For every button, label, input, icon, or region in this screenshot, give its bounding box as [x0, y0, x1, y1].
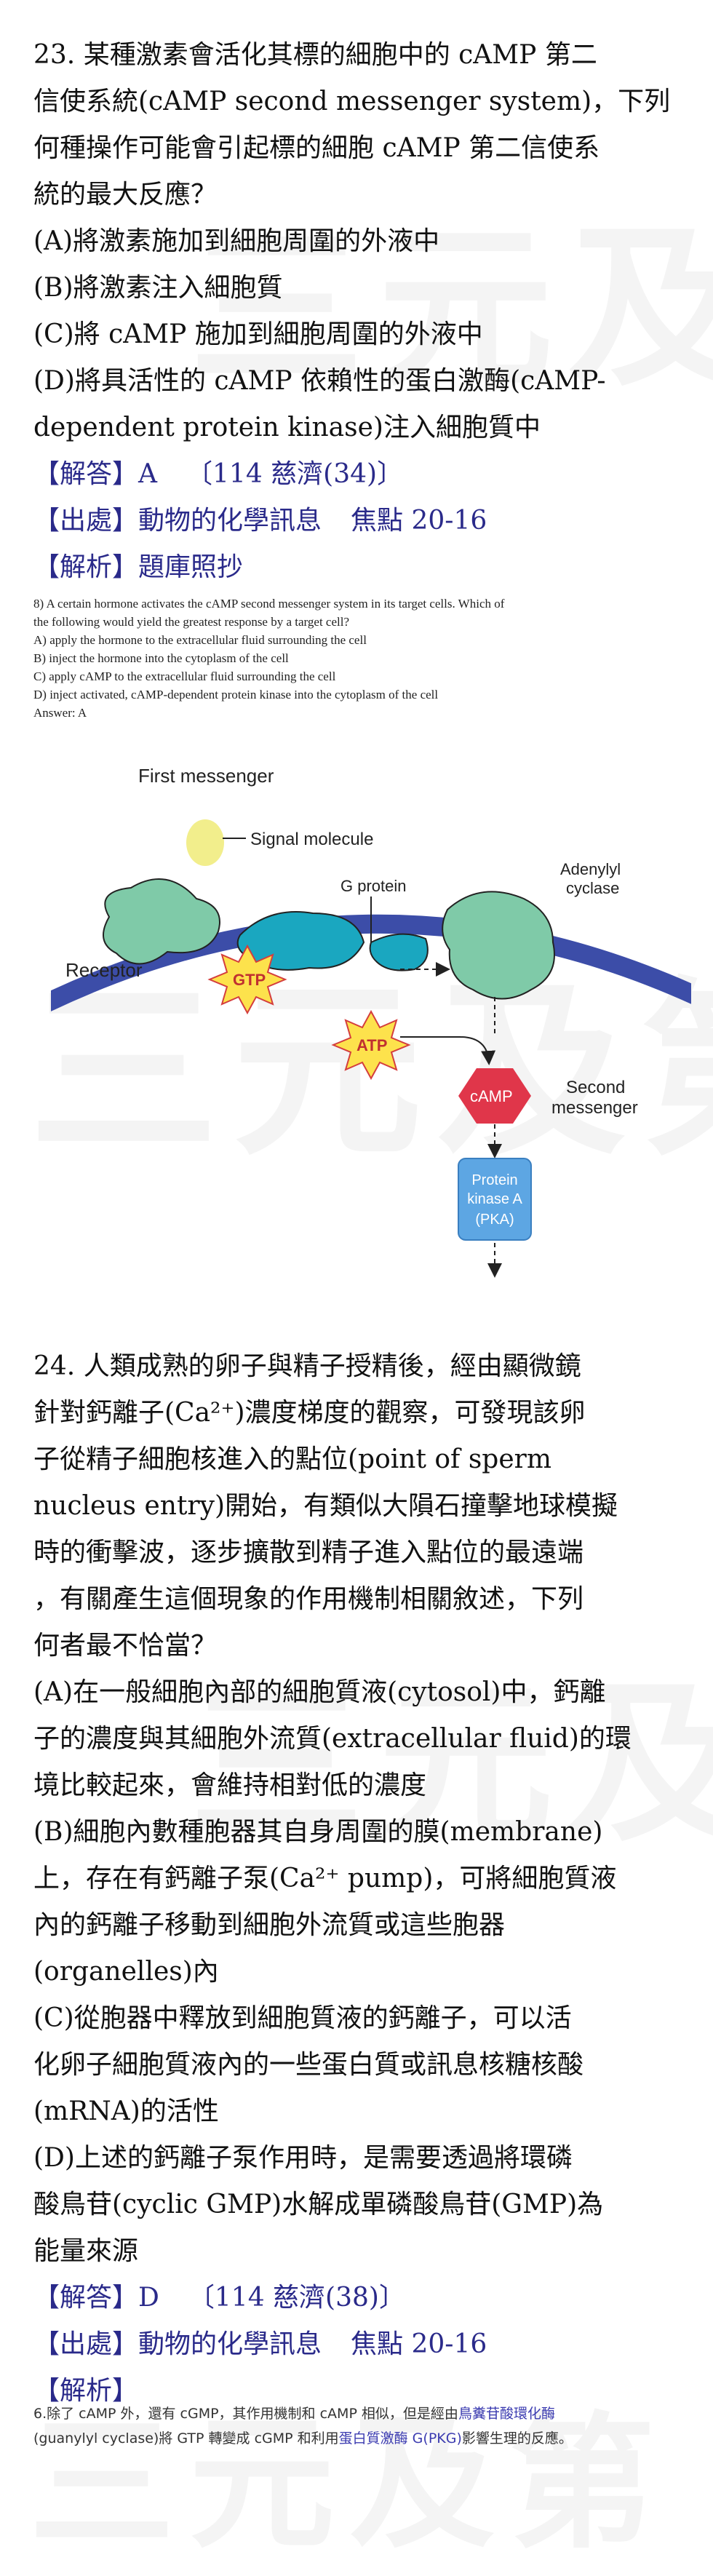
- membrane: [25, 914, 703, 1020]
- signal-molecule-label: Signal molecule: [250, 830, 373, 849]
- scan-line: B) inject the hormone into the cytoplasm…: [33, 651, 289, 665]
- adenylyl-label-2: cyclase: [566, 879, 619, 897]
- second-messenger-label-2: messenger: [551, 1098, 638, 1118]
- scanned-question: 8) A certain hormone activates the cAMP …: [33, 595, 674, 722]
- option-a: (A)將激素施加到細胞周圍的外液中: [33, 226, 440, 256]
- g-protein-alpha-shape: [369, 933, 429, 971]
- option-c-cont: 化卵子細胞質液內的一些蛋白質或訊息核糖核酸: [33, 2050, 584, 2080]
- receptor-shape: [103, 878, 220, 965]
- receptor-label: Receptor: [65, 959, 143, 981]
- scan-line: 8) A certain hormone activates the cAMP …: [33, 597, 505, 611]
- scan-line: the following would yield the greatest r…: [33, 615, 349, 629]
- answer-tag: 【解答】: [33, 459, 139, 489]
- option-d-cont: dependent protein kinase)注入細胞質中: [33, 413, 541, 442]
- question-24: 24. 人類成熟的卵子與精子授精後，經由顯微鏡 針對鈣離子(Ca²⁺)濃度梯度的…: [33, 1343, 674, 2414]
- option-d: (D)將具活性的 cAMP 依賴性的蛋白激酶(cAMP-: [33, 366, 606, 396]
- option-c-cont: (mRNA)的活性: [33, 2096, 219, 2126]
- option-b: (B)將激素注入細胞質: [33, 273, 283, 303]
- question-line: 時的衝擊波，逐步擴散到精子進入點位的最遠端: [33, 1538, 584, 1567]
- option-c: (C)將 cAMP 施加到細胞周圍的外液中: [33, 319, 483, 349]
- atp-star: [331, 1009, 411, 1081]
- arrow-atp-to-camp: [459, 1036, 496, 1065]
- note-highlight: 鳥糞苷酸環化酶: [458, 2406, 555, 2422]
- option-d-cont: 酸鳥苷(cyclic GMP)水解成單磷酸鳥苷(GMP)為: [33, 2190, 604, 2219]
- source-value: 動物的化學訊息: [138, 506, 322, 536]
- pka-label-1: Protein: [471, 1172, 517, 1188]
- option-c: (C)從胞器中釋放到細胞質液的鈣離子，可以活: [33, 2003, 572, 2033]
- scan-line: A) apply the hormone to the extracellula…: [33, 633, 367, 647]
- answer-value: A: [138, 459, 158, 489]
- focus-value: 焦點 20-16: [351, 506, 487, 536]
- option-b-cont: 內的鈣離子移動到細胞外流質或這些胞器: [33, 1910, 506, 1940]
- source-tag: 【出處】: [33, 506, 139, 536]
- analysis-value: 題庫照抄: [138, 552, 244, 582]
- note-text: 6.除了 cAMP 外，還有 cGMP，其作用機制和 cAMP 相似，但是經由: [33, 2406, 458, 2422]
- option-a: (A)在一般細胞內部的細胞質液(cytosol)中，鈣離: [33, 1677, 606, 1707]
- answer-row: 【解答】A 〔114 慈濟(34)〕: [33, 451, 674, 498]
- pka-label-3: (PKA): [475, 1212, 514, 1228]
- source-tag: 【出處】: [33, 2329, 139, 2359]
- g-protein-label: G protein: [340, 877, 407, 895]
- option-d: (D)上述的鈣離子泵作用時，是需要透過將環磷: [33, 2143, 573, 2173]
- first-messenger-label: First messenger: [138, 765, 274, 787]
- question-line: 針對鈣離子(Ca²⁺)濃度梯度的觀察，可發現該卵: [33, 1398, 586, 1428]
- option-a-cont: 子的濃度與其細胞外流質(extracellular fluid)的環: [33, 1724, 632, 1754]
- question-23: 23. 某種激素會活化其標的細胞中的 cAMP 第二 信使系統(cAMP sec…: [33, 32, 674, 591]
- question-line: 子從精子細胞核進入的點位(point of sperm: [33, 1444, 551, 1474]
- question-line: 24. 人類成熟的卵子與精子授精後，經由顯微鏡: [33, 1351, 581, 1381]
- note-text: 影響生理的反應。: [461, 2430, 573, 2446]
- answer-source: 〔114 慈濟(34)〕: [186, 459, 404, 489]
- adenylyl-label-1: Adenylyl: [560, 860, 621, 878]
- camp-label: cAMP: [470, 1087, 513, 1105]
- option-d-cont: 能量來源: [33, 2236, 139, 2266]
- gtp-star: [207, 944, 287, 1015]
- camp-hexagon: [458, 1068, 531, 1124]
- option-b-cont: (organelles)內: [33, 1957, 219, 1987]
- answer-row: 【解答】D 〔114 慈濟(38)〕: [33, 2275, 674, 2321]
- atp-label: ATP: [356, 1036, 387, 1054]
- option-a-cont: 境比較起來，會維持相對低的濃度: [33, 1770, 427, 1800]
- question-line: 23. 某種激素會活化其標的細胞中的 cAMP 第二: [33, 40, 597, 70]
- answer-tag: 【解答】: [33, 2283, 139, 2313]
- note-highlight: 蛋白質激酶 G(PKG): [338, 2430, 462, 2446]
- analysis-row: 【解析】: [33, 2368, 674, 2414]
- source-row: 【出處】動物的化學訊息焦點 20-16: [33, 498, 674, 544]
- question-line: 何種操作可能會引起標的細胞 cAMP 第二信使系: [33, 133, 600, 163]
- pka-label-2: kinase A: [467, 1191, 522, 1207]
- note-text: (guanylyl cyclase)將 GTP 轉變成 cGMP 和利用: [33, 2430, 339, 2446]
- gtp-label: GTP: [233, 971, 266, 989]
- pka-box: [458, 1158, 532, 1241]
- option-b-cont: 上，存在有鈣離子泵(Ca²⁺ pump)，可將細胞質液: [33, 1864, 617, 1893]
- question-line: 統的最大反應？: [33, 180, 218, 210]
- scanned-note: 6.除了 cAMP 外，還有 cGMP，其作用機制和 cAMP 相似，但是經由鳥…: [33, 2401, 681, 2451]
- second-messenger-label-1: Second: [566, 1078, 625, 1097]
- analysis-tag: 【解析】: [33, 552, 139, 582]
- camp-pathway-figure: First messenger Signal molecule G protei…: [25, 757, 703, 1281]
- scan-line: D) inject activated, cAMP-dependent prot…: [33, 688, 439, 701]
- question-line: ，有關產生這個現象的作用機制相關敘述，下列: [33, 1584, 584, 1614]
- analysis-tag: 【解析】: [33, 2376, 139, 2406]
- source-row: 【出處】動物的化學訊息焦點 20-16: [33, 2321, 674, 2368]
- question-line: 何者最不恰當？: [33, 1631, 218, 1661]
- question-line: 信使系統(cAMP second messenger system)，下列: [33, 87, 671, 116]
- source-value: 動物的化學訊息: [138, 2329, 322, 2359]
- scan-line: C) apply cAMP to the extracellular fluid…: [33, 669, 336, 683]
- adenylyl-cyclase-shape: [442, 891, 555, 1000]
- answer-source: 〔114 慈濟(38)〕: [188, 2283, 405, 2313]
- option-b: (B)細胞內數種胞器其自身周圍的膜(membrane): [33, 1817, 603, 1847]
- scan-line: Answer: A: [33, 706, 87, 720]
- answer-value: D: [138, 2283, 159, 2313]
- question-line: nucleus entry)開始，有類似大隕石撞擊地球模擬: [33, 1491, 618, 1521]
- focus-value: 焦點 20-16: [351, 2329, 487, 2359]
- note-line-2: (guanylyl cyclase)將 GTP 轉變成 cGMP 和利用蛋白質激…: [33, 2426, 681, 2451]
- analysis-row: 【解析】題庫照抄: [33, 544, 674, 591]
- note-line-1: 6.除了 cAMP 外，還有 cGMP，其作用機制和 cAMP 相似，但是經由鳥…: [33, 2401, 681, 2426]
- signal-molecule-shape: [186, 819, 224, 866]
